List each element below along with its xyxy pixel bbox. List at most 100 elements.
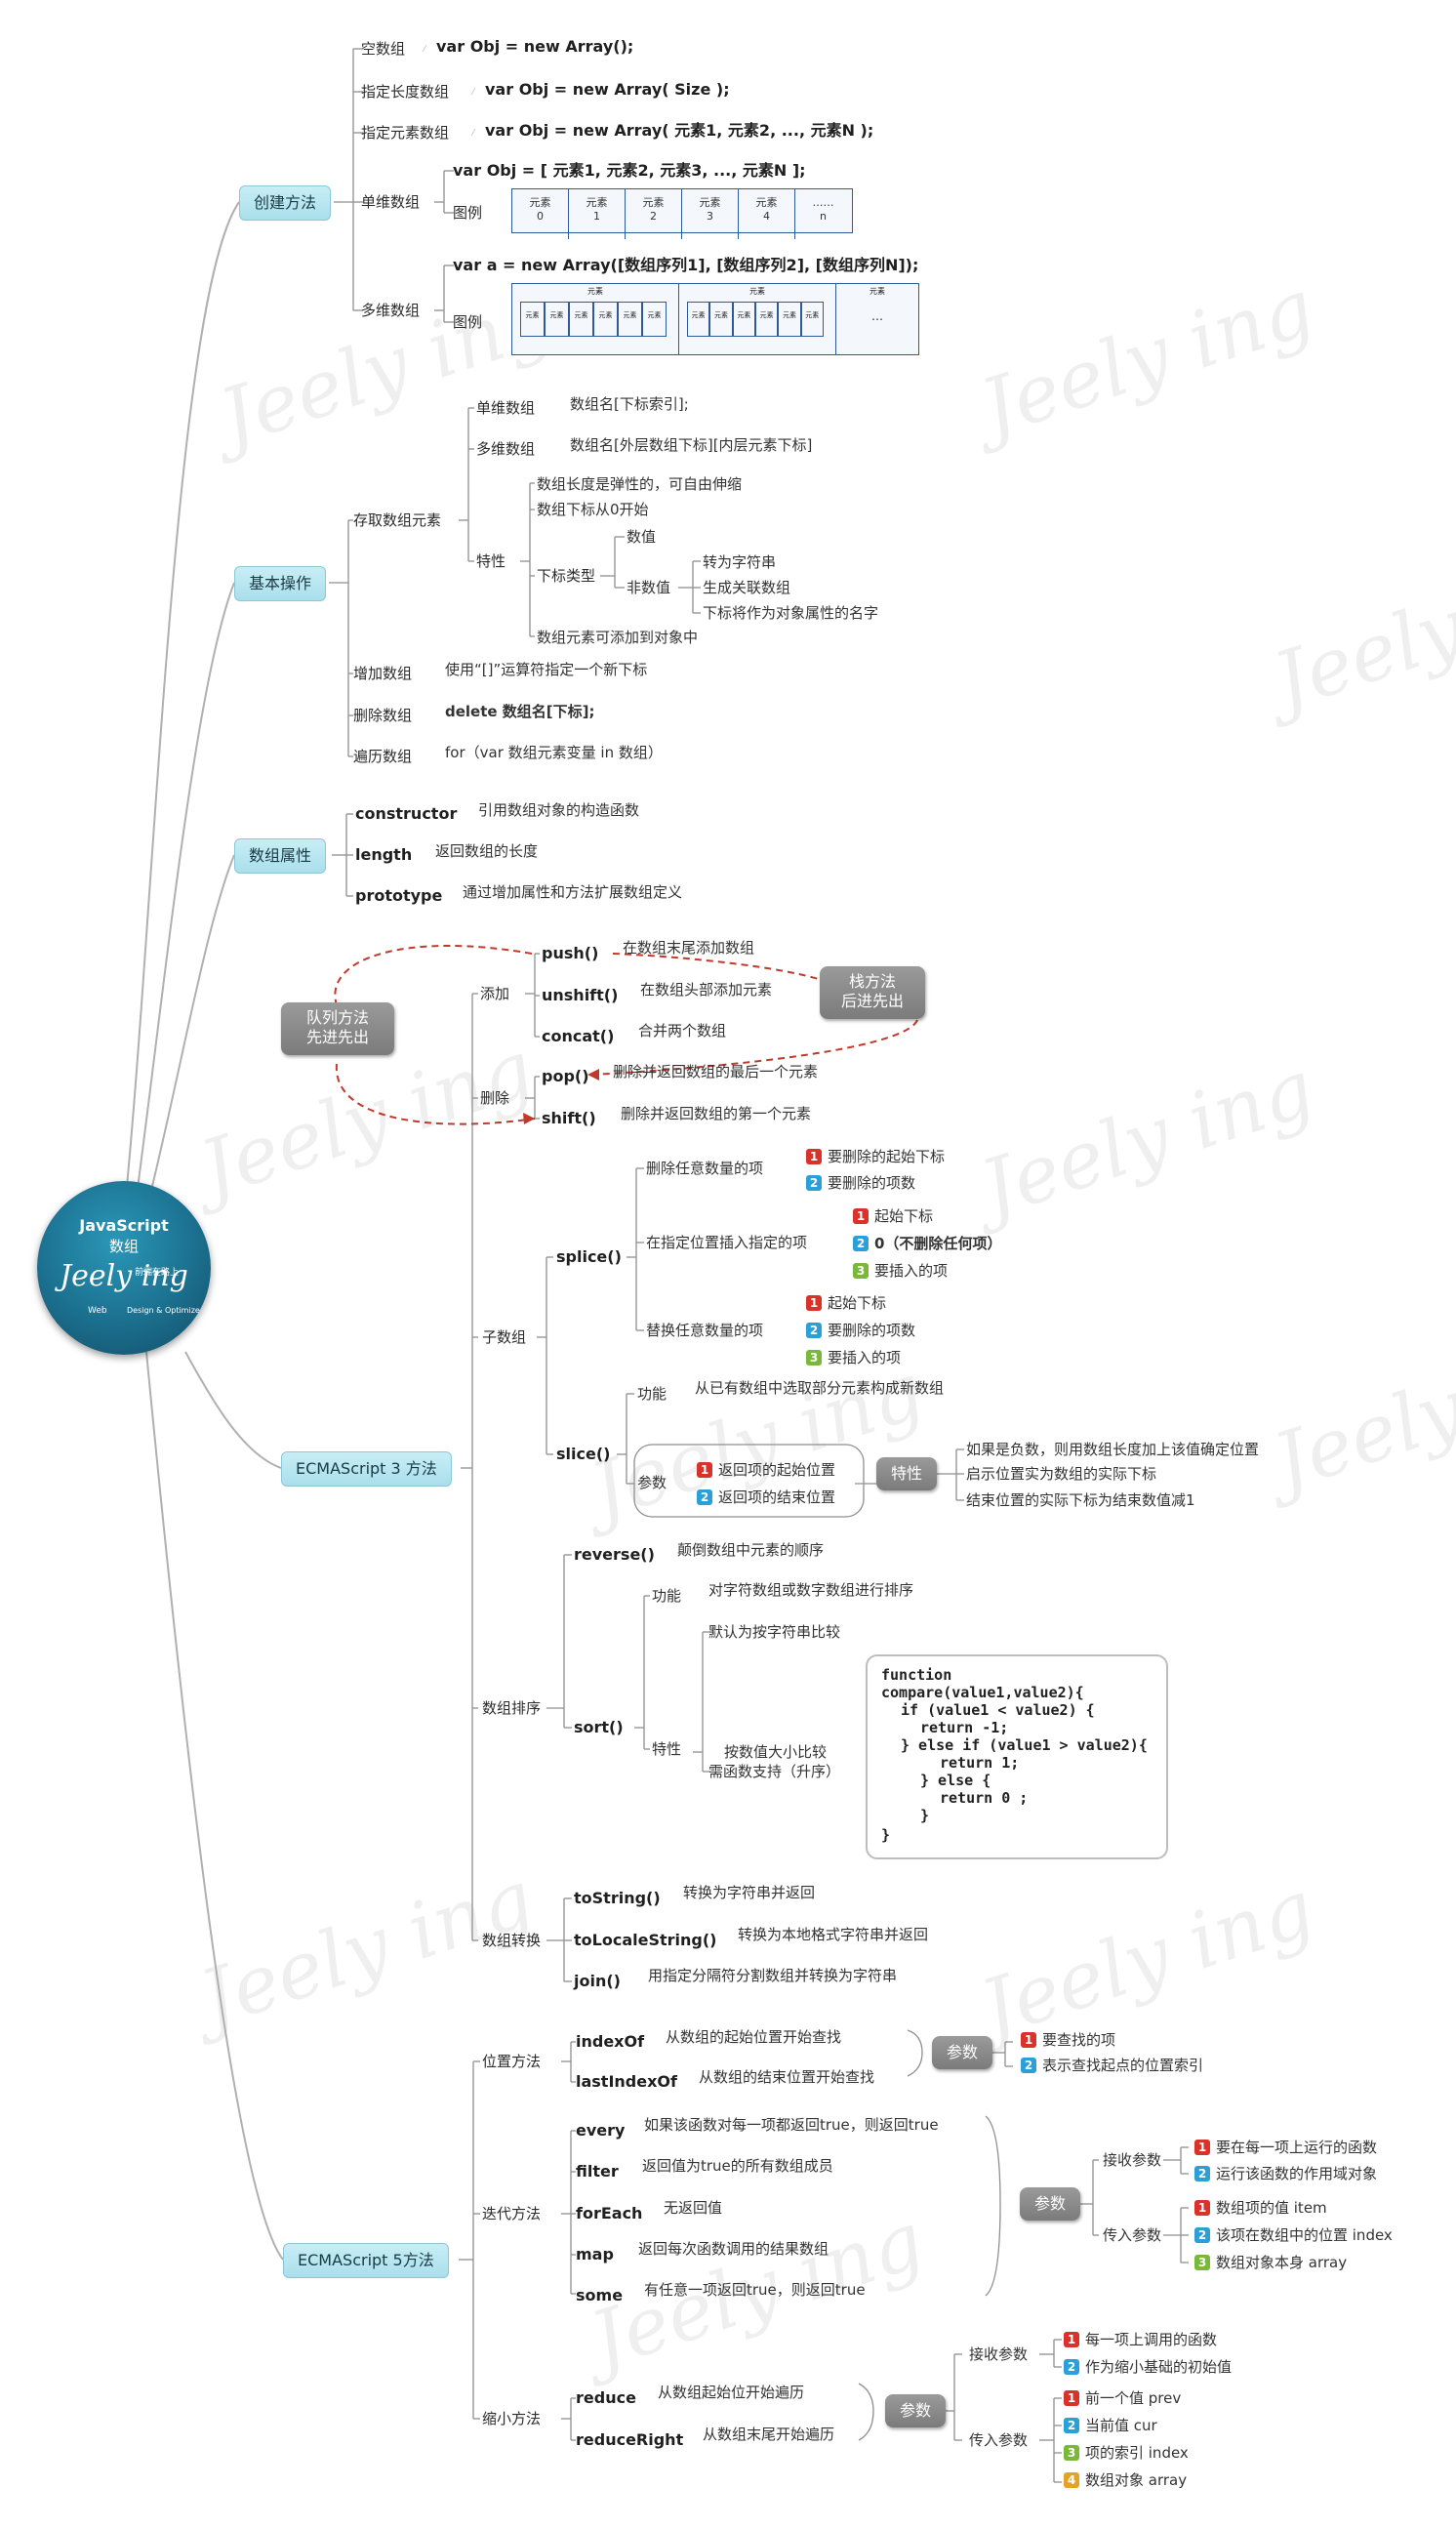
index-type-label: 下标类型 [537, 567, 596, 585]
category-props[interactable]: 数组属性 [234, 838, 327, 874]
outer-cell: 元素 元素 元素 元素 元素 元素 元素 [512, 284, 679, 354]
splice-rep-label: 替换任意数量的项 [646, 1322, 764, 1339]
slice-func-label: 功能 [637, 1385, 667, 1403]
prop-desc: 引用数组对象的构造函数 [478, 801, 640, 819]
method-desc: 有任意一项返回true，则返回true [644, 2281, 866, 2299]
code-line: return 1; [940, 1754, 1020, 1772]
create-empty-label: 空数组 [361, 40, 406, 58]
iter-recv-label: 接收参数 [1103, 2151, 1162, 2169]
es3-remove-label: 删除 [480, 1089, 510, 1107]
method-foreach: forEach [576, 2204, 643, 2222]
root-tag: 前端在路上 [135, 1268, 180, 1278]
method-map: map [576, 2245, 614, 2263]
create-multi-label: 多维数组 [361, 302, 421, 319]
create-single-label: 单维数组 [361, 193, 421, 211]
method-desc: 转换为字符串并返回 [683, 1884, 816, 1901]
stack-method-box: 栈方法后进先出 [820, 966, 925, 1019]
slice-feature: 如果是负数，则用数组长度加上该值确定位置 [966, 1441, 1260, 1458]
index-type-item: 生成关联数组 [703, 579, 791, 596]
method-desc: 合并两个数组 [638, 1022, 727, 1040]
prop-desc: 通过增加属性和方法扩展数组定义 [463, 883, 683, 901]
index-type-item: 转为字符串 [703, 553, 777, 571]
method-desc: 返回值为true的所有数组成员 [642, 2157, 833, 2175]
code-line: if (value1 < value2) { [901, 1701, 1095, 1719]
prop-name: length [355, 845, 413, 864]
feature-add-obj: 数组元素可添加到对象中 [537, 629, 699, 646]
sort-default: 默认为按字符串比较 [708, 1623, 841, 1641]
feature-elastic: 数组长度是弹性的，可自由伸缩 [537, 475, 743, 493]
method-desc: 转换为本地格式字符串并返回 [738, 1926, 929, 1943]
category-create[interactable]: 创建方法 [239, 185, 332, 221]
method-reduce: reduce [576, 2388, 636, 2407]
array-cell: ……n [812, 196, 834, 223]
method-lastindexof: lastIndexOf [576, 2072, 677, 2091]
create-size-code: var Obj = new Array( Size ); [485, 80, 730, 99]
basic-delete-label: 删除数组 [353, 707, 413, 724]
method-slice: slice() [556, 1445, 611, 1463]
method-shift: shift() [542, 1109, 596, 1127]
outer-cell: 元素 元素 元素 元素 元素 元素 元素 [679, 284, 836, 354]
code-line: function [881, 1666, 952, 1684]
sort-numeric-1: 按数值大小比较 [724, 1743, 828, 1761]
method-pop: pop() [542, 1067, 589, 1085]
prop-name: prototype [355, 886, 443, 905]
sort-numeric-2: 需函数支持（升序） [708, 1763, 841, 1780]
code-line: } [881, 1826, 891, 1844]
root-logo: Jeely ing [60, 1259, 188, 1293]
root-subtitle: 数组 [108, 1238, 139, 1255]
create-empty-code: var Obj = new Array(); [436, 37, 634, 56]
create-single-code: var Obj = [ 元素1, 元素2, 元素3, ..., 元素N ]; [453, 161, 806, 180]
root-web: Web [88, 1306, 107, 1316]
root-design: Design & Optimize [127, 1306, 200, 1315]
method-unshift: unshift() [542, 986, 619, 1004]
basic-add-text: 使用“[]”运算符指定一个新下标 [445, 661, 648, 678]
feature-zero: 数组下标从0开始 [537, 501, 649, 518]
es3-sort-label: 数组排序 [482, 1699, 542, 1717]
method-tolocalestring: toLocaleString() [574, 1931, 717, 1949]
method-desc: 用指定分隔符分割数组并转换为字符串 [648, 1967, 898, 1984]
method-desc: 从数组的结束位置开始查找 [699, 2068, 875, 2086]
method-desc: 从数组起始位开始遍历 [658, 2384, 805, 2401]
create-elements-code: var Obj = new Array( 元素1, 元素2, ..., 元素N … [485, 121, 874, 140]
category-es5[interactable]: ECMAScript 5方法 [283, 2243, 449, 2278]
method-desc: 返回每次函数调用的结果数组 [638, 2240, 829, 2258]
prop-name: constructor [355, 804, 458, 823]
method-filter: filter [576, 2162, 619, 2181]
category-es3[interactable]: ECMAScript 3 方法 [281, 1451, 452, 1487]
root-title: JavaScript [79, 1216, 169, 1235]
index-type-item: 下标将作为对象属性的名字 [703, 604, 879, 622]
es3-add-label: 添加 [480, 985, 510, 1002]
compare-code-box: function compare(value1,value2){ if (val… [866, 1654, 1168, 1859]
method-push: push() [542, 944, 599, 962]
es3-sub-label: 子数组 [482, 1328, 527, 1346]
iter-param-box: 参数 [1020, 2187, 1080, 2221]
iter-pass-label: 传入参数 [1103, 2226, 1162, 2244]
index-type-non-numeric: 非数值 [627, 579, 671, 596]
method-desc: 删除并返回数组的最后一个元素 [613, 1063, 819, 1081]
method-splice: splice() [556, 1247, 622, 1266]
basic-access-label: 存取数组元素 [353, 511, 442, 529]
method-desc: 从数组末尾开始遍历 [703, 2426, 835, 2443]
es5-iter-label: 迭代方法 [482, 2205, 542, 2222]
reduce-recv-label: 接收参数 [969, 2345, 1029, 2363]
basic-add-label: 增加数组 [353, 665, 413, 682]
root-node: JavaScript 数组 Jeely ing 前端在路上 Web Design… [37, 1181, 211, 1355]
category-basic[interactable]: 基本操作 [234, 566, 327, 601]
sort-func-label: 功能 [652, 1587, 682, 1605]
code-line: } [920, 1807, 930, 1824]
multi-array-diagram: 元素 元素 元素 元素 元素 元素 元素 元素 元素 元素 元素 元素 元素 元… [511, 283, 919, 355]
